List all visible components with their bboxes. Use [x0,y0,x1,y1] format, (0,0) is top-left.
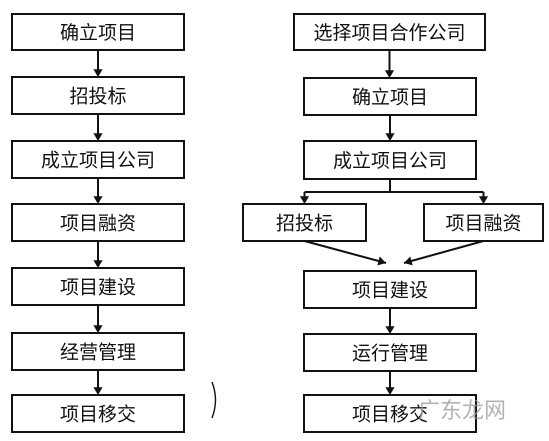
edge-r4b-to-r5 [403,240,484,264]
node-box-r1 [293,13,486,51]
edge-r3-to-r4a-arrowhead [299,196,310,204]
edge-r6-to-r7-arrowhead [385,387,395,395]
edge-l4-to-l5-arrowhead [93,260,103,268]
node-box-r6 [303,333,477,372]
watermark-text: 广东龙网 [418,399,506,424]
stray-mark [211,381,217,419]
node-label-r7: 项目移交 [352,404,428,426]
node-box-l4 [11,203,185,242]
edge-l6-to-l7-arrowhead [93,387,103,395]
node-label-l4: 项目融资 [60,213,136,235]
node-box-l2 [11,76,185,115]
node-box-r2 [303,77,477,116]
edge-r5-to-r6-arrowhead [385,326,395,334]
node-label-l7: 项目移交 [60,404,136,426]
nodes-layer: 确立项目招投标成立项目公司项目融资项目建设经营管理项目移交选择项目合作公司确立项… [11,13,544,433]
node-label-r6: 运行管理 [352,343,428,365]
node-box-l6 [11,332,185,371]
edge-r3-to-r4b-arrowhead [478,196,489,204]
edge-l2-to-l3-arrowhead [93,133,103,141]
node-label-l2: 招投标 [69,86,126,108]
node-label-r5: 项目建设 [352,280,428,302]
edge-r4a-to-r5 [304,240,387,264]
edge-l1-to-l2-arrowhead [93,69,103,77]
node-label-r2: 确立项目 [352,87,428,109]
node-box-r5 [303,270,477,309]
edge-r2-to-r3-arrowhead [385,133,395,141]
node-label-r4a: 招投标 [276,213,333,235]
edge-r4a-to-r5-arrowhead [377,256,386,266]
edge-r1-to-r2-arrowhead [384,70,395,78]
node-label-l5: 项目建设 [60,277,136,299]
node-label-r3: 成立项目公司 [333,150,447,172]
node-label-l3: 成立项目公司 [41,150,155,172]
node-box-r4b [423,203,544,242]
edge-r4b-to-r5-arrowhead [404,256,413,266]
node-box-l7 [11,394,185,433]
edge-l3-to-l4-arrowhead [93,196,103,204]
node-label-l1: 确立项目 [60,22,136,44]
node-box-l5 [11,267,185,306]
node-box-l3 [11,140,185,179]
node-box-l1 [11,13,185,51]
node-label-l6: 经营管理 [60,342,136,364]
node-box-r7 [303,394,477,433]
node-label-r4b: 项目融资 [445,213,521,235]
node-box-r3 [303,140,477,180]
node-label-r1: 选择项目合作公司 [313,22,465,44]
edge-l5-to-l6-arrowhead [93,325,103,333]
edges-layer [93,50,489,395]
node-box-r4a [242,203,367,242]
